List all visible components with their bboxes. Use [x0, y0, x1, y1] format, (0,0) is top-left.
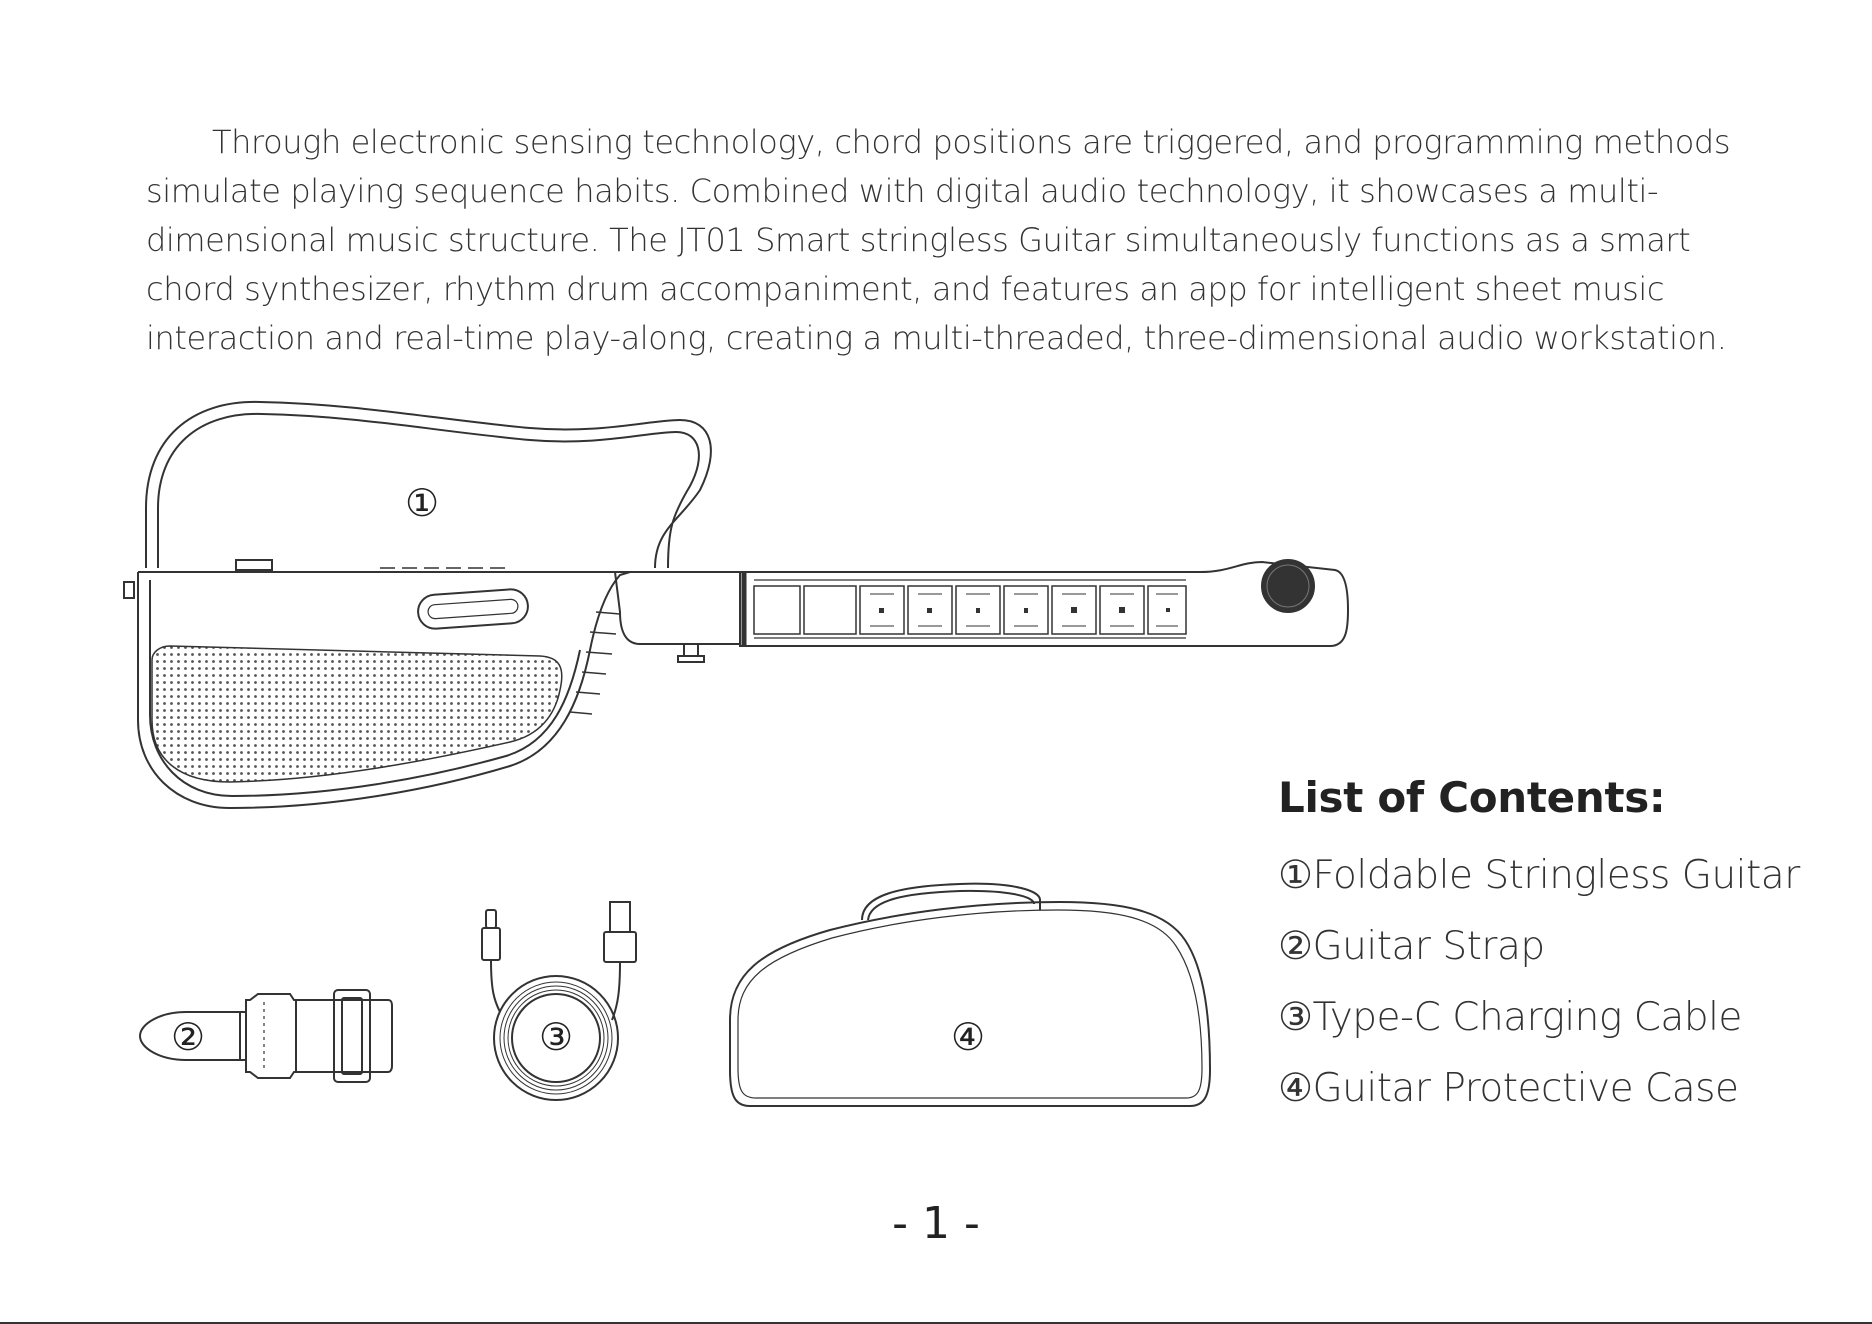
- case-marker: ④: [951, 1015, 985, 1059]
- case-body: [729, 900, 1212, 1107]
- speaker-grille: [151, 645, 563, 783]
- contents-item: ④Guitar Protective Case: [1278, 1066, 1739, 1111]
- guitar-frame-inner: [157, 412, 700, 569]
- page-number: - 1 -: [892, 1198, 980, 1249]
- guitar-frame-outer: [145, 400, 712, 569]
- cable-marker: ③: [539, 1015, 573, 1059]
- guitar-illustration: [123, 400, 1350, 810]
- cable-illustration: [481, 901, 637, 1101]
- strap-marker: ②: [171, 1015, 205, 1059]
- contents-list: List of Contents: ①Foldable Stringless G…: [1278, 773, 1858, 1124]
- contents-item: ③Type-C Charging Cable: [1278, 995, 1742, 1040]
- strap-illustration: [138, 989, 393, 1083]
- guitar-knob: [1261, 559, 1315, 613]
- contents-item: ①Foldable Stringless Guitar: [1278, 853, 1800, 898]
- contents-title: List of Contents:: [1278, 773, 1666, 822]
- intro-paragraph: Through electronic sensing technology, c…: [146, 123, 1731, 357]
- guitar-body: [137, 571, 631, 810]
- case-illustration: [729, 882, 1212, 1107]
- guitar-marker: ①: [405, 481, 439, 525]
- contents-item: ②Guitar Strap: [1278, 924, 1545, 969]
- chord-keys: [753, 585, 1187, 635]
- guitar-neck: [739, 560, 1350, 647]
- bottom-rule: [0, 1322, 1872, 1324]
